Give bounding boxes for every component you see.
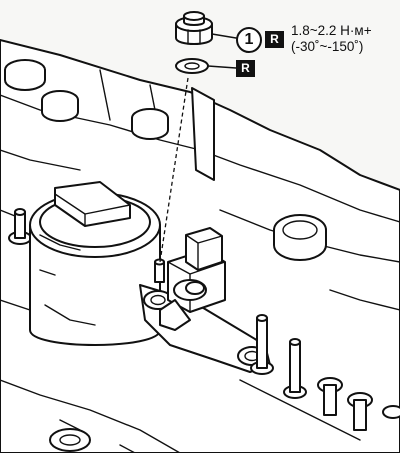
washer-icon [175, 58, 209, 74]
locating-tab [191, 87, 215, 181]
washer-replace-badge: R [236, 60, 255, 77]
right-stud-2 [283, 338, 307, 399]
left-stud [8, 208, 32, 245]
bottom-right-bolts [49, 377, 400, 452]
oil-filler-cap [29, 181, 161, 346]
camshaft-position-sensor [159, 227, 226, 331]
callout-number: 1 [236, 27, 262, 53]
washer-leader-line [207, 65, 237, 69]
torque-spec-line2: (-30˚~-150˚) [291, 39, 364, 54]
top-center-boss [131, 108, 169, 140]
left-mid-boss [41, 90, 79, 122]
right-stud-1 [250, 314, 274, 375]
top-left-boss [4, 59, 46, 91]
torque-spec-line1: 1.8~2.2 Н·м+ [291, 23, 372, 38]
nut-leader-line [211, 33, 237, 39]
nut-replace-badge: R [265, 31, 284, 48]
alignment-line [159, 77, 189, 263]
nut-icon [175, 11, 213, 45]
sensor-stud [154, 258, 165, 283]
right-boss [273, 214, 327, 261]
